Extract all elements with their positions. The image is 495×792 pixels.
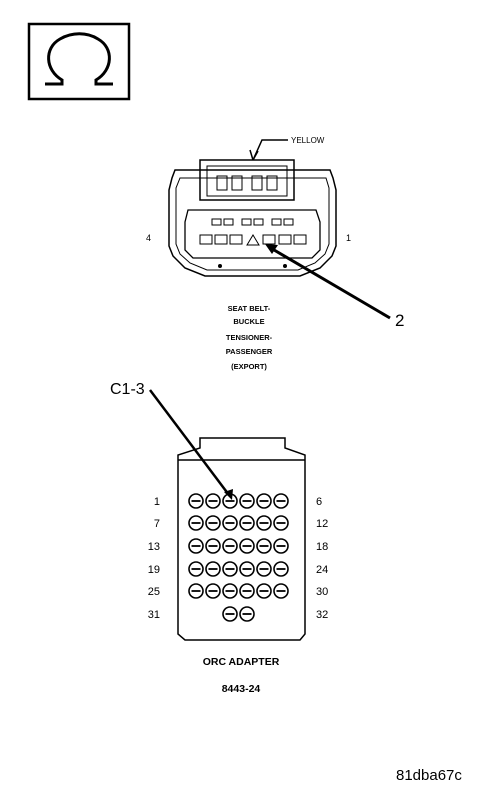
adapter-row-labels-left: 1 7 13 19 25 31 bbox=[148, 496, 160, 621]
adapter-pin bbox=[273, 561, 289, 577]
row-label: 31 bbox=[148, 609, 160, 621]
adapter-pin bbox=[256, 538, 272, 554]
adapter-pin bbox=[188, 493, 204, 509]
svg-text:SEAT BELT-: SEAT BELT- bbox=[228, 304, 271, 313]
adapter-pin bbox=[239, 493, 255, 509]
adapter-row-labels-right: 6 12 18 24 30 32 bbox=[316, 496, 328, 621]
pin-1-label: 1 bbox=[346, 233, 351, 243]
probe-leader bbox=[149, 389, 230, 496]
connector-cavities bbox=[199, 218, 307, 246]
adapter-pin bbox=[273, 493, 289, 509]
svg-text:(EXPORT): (EXPORT) bbox=[231, 362, 267, 371]
adapter-pin bbox=[205, 583, 221, 599]
row-label: 1 bbox=[154, 496, 160, 508]
pin-4-label: 4 bbox=[146, 233, 151, 243]
adapter-pin bbox=[205, 538, 221, 554]
row-label: 24 bbox=[316, 564, 328, 576]
wire-color-label: YELLOW bbox=[291, 136, 325, 145]
svg-text:BUCKLE: BUCKLE bbox=[233, 317, 264, 326]
adapter-pin bbox=[222, 515, 238, 531]
probe-label: C1-3 bbox=[110, 381, 145, 398]
adapter-pin bbox=[188, 538, 204, 554]
adapter-pin bbox=[239, 515, 255, 531]
adapter-pin bbox=[239, 606, 255, 622]
adapter-pin bbox=[222, 606, 238, 622]
adapter-pin bbox=[205, 561, 221, 577]
adapter-pin bbox=[205, 515, 221, 531]
adapter-pin bbox=[273, 515, 289, 531]
svg-text:TENSIONER-: TENSIONER- bbox=[226, 333, 273, 342]
adapter-pin bbox=[188, 561, 204, 577]
row-label: 13 bbox=[148, 541, 160, 553]
adapter-pin bbox=[222, 561, 238, 577]
adapter-pin bbox=[239, 538, 255, 554]
adapter-pin bbox=[222, 538, 238, 554]
row-label: 25 bbox=[148, 586, 160, 598]
adapter-pin bbox=[239, 561, 255, 577]
adapter-pin-grid bbox=[188, 493, 289, 622]
adapter-pin bbox=[273, 538, 289, 554]
row-label: 7 bbox=[154, 518, 160, 530]
row-label: 30 bbox=[316, 586, 328, 598]
adapter-pin bbox=[205, 493, 221, 509]
adapter-pin bbox=[239, 583, 255, 599]
adapter-pin bbox=[222, 583, 238, 599]
row-label: 6 bbox=[316, 496, 322, 508]
callout-2-label: 2 bbox=[395, 311, 404, 330]
seat-belt-connector bbox=[168, 159, 337, 277]
adapter-pin bbox=[256, 515, 272, 531]
row-label: 18 bbox=[316, 541, 328, 553]
adapter-pin bbox=[256, 561, 272, 577]
adapter-pin bbox=[188, 583, 204, 599]
adapter-pin bbox=[256, 493, 272, 509]
row-label: 19 bbox=[148, 564, 160, 576]
ohmmeter-icon bbox=[27, 22, 131, 101]
row-label: 12 bbox=[316, 518, 328, 530]
orc-adapter bbox=[177, 437, 306, 641]
adapter-pin bbox=[256, 583, 272, 599]
adapter-pin bbox=[188, 515, 204, 531]
callout-2-leader bbox=[268, 245, 391, 320]
adapter-pin bbox=[273, 583, 289, 599]
wire-color-leader bbox=[252, 139, 288, 161]
row-label: 32 bbox=[316, 609, 328, 621]
adapter-part-number: 8443-24 bbox=[222, 683, 261, 695]
figure-id: 81dba67c bbox=[396, 767, 462, 784]
seat-belt-connector-caption: SEAT BELT- BUCKLE TENSIONER- PASSENGER (… bbox=[226, 304, 273, 371]
adapter-pin bbox=[222, 493, 238, 509]
adapter-caption: ORC ADAPTER bbox=[203, 656, 280, 668]
svg-text:PASSENGER: PASSENGER bbox=[226, 347, 273, 356]
